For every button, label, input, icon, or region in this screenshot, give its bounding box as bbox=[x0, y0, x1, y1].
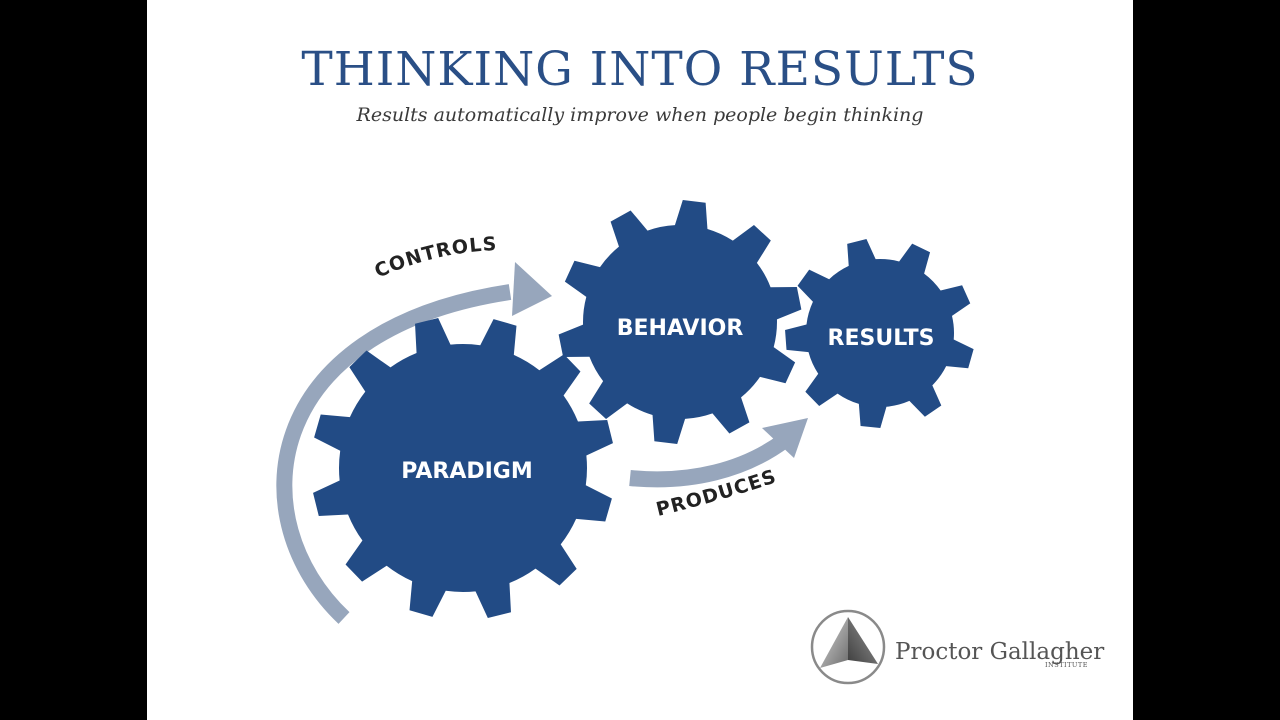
produces-arrow-head bbox=[762, 418, 808, 458]
slide-subtitle: Results automatically improve when peopl… bbox=[356, 104, 924, 126]
results-gear bbox=[785, 238, 974, 428]
controls-arrow-head bbox=[512, 262, 552, 316]
paradigm-label: PARADIGM bbox=[401, 459, 533, 484]
proctor-gallagher-logo: Proctor Gallagher INSTITUTE bbox=[810, 609, 1104, 685]
controls-arrow-shaft bbox=[276, 284, 512, 624]
behavior-label: BEHAVIOR bbox=[617, 316, 744, 341]
paradigm-gear bbox=[313, 318, 613, 618]
slide-title: THINKING INTO RESULTS bbox=[301, 42, 979, 97]
controls-label-text: CONTROLS bbox=[371, 233, 497, 282]
logo-name: Proctor Gallagher bbox=[895, 639, 1104, 665]
behavior-gear bbox=[558, 200, 802, 444]
controls-label: CONTROLS bbox=[371, 233, 496, 282]
logo-pyramid-left-icon bbox=[820, 617, 848, 668]
produces-arrow-shaft bbox=[629, 433, 790, 488]
logo-pyramid-right-icon bbox=[848, 617, 878, 664]
results-label: RESULTS bbox=[828, 326, 935, 351]
logo-tagline: INSTITUTE bbox=[1045, 661, 1088, 669]
